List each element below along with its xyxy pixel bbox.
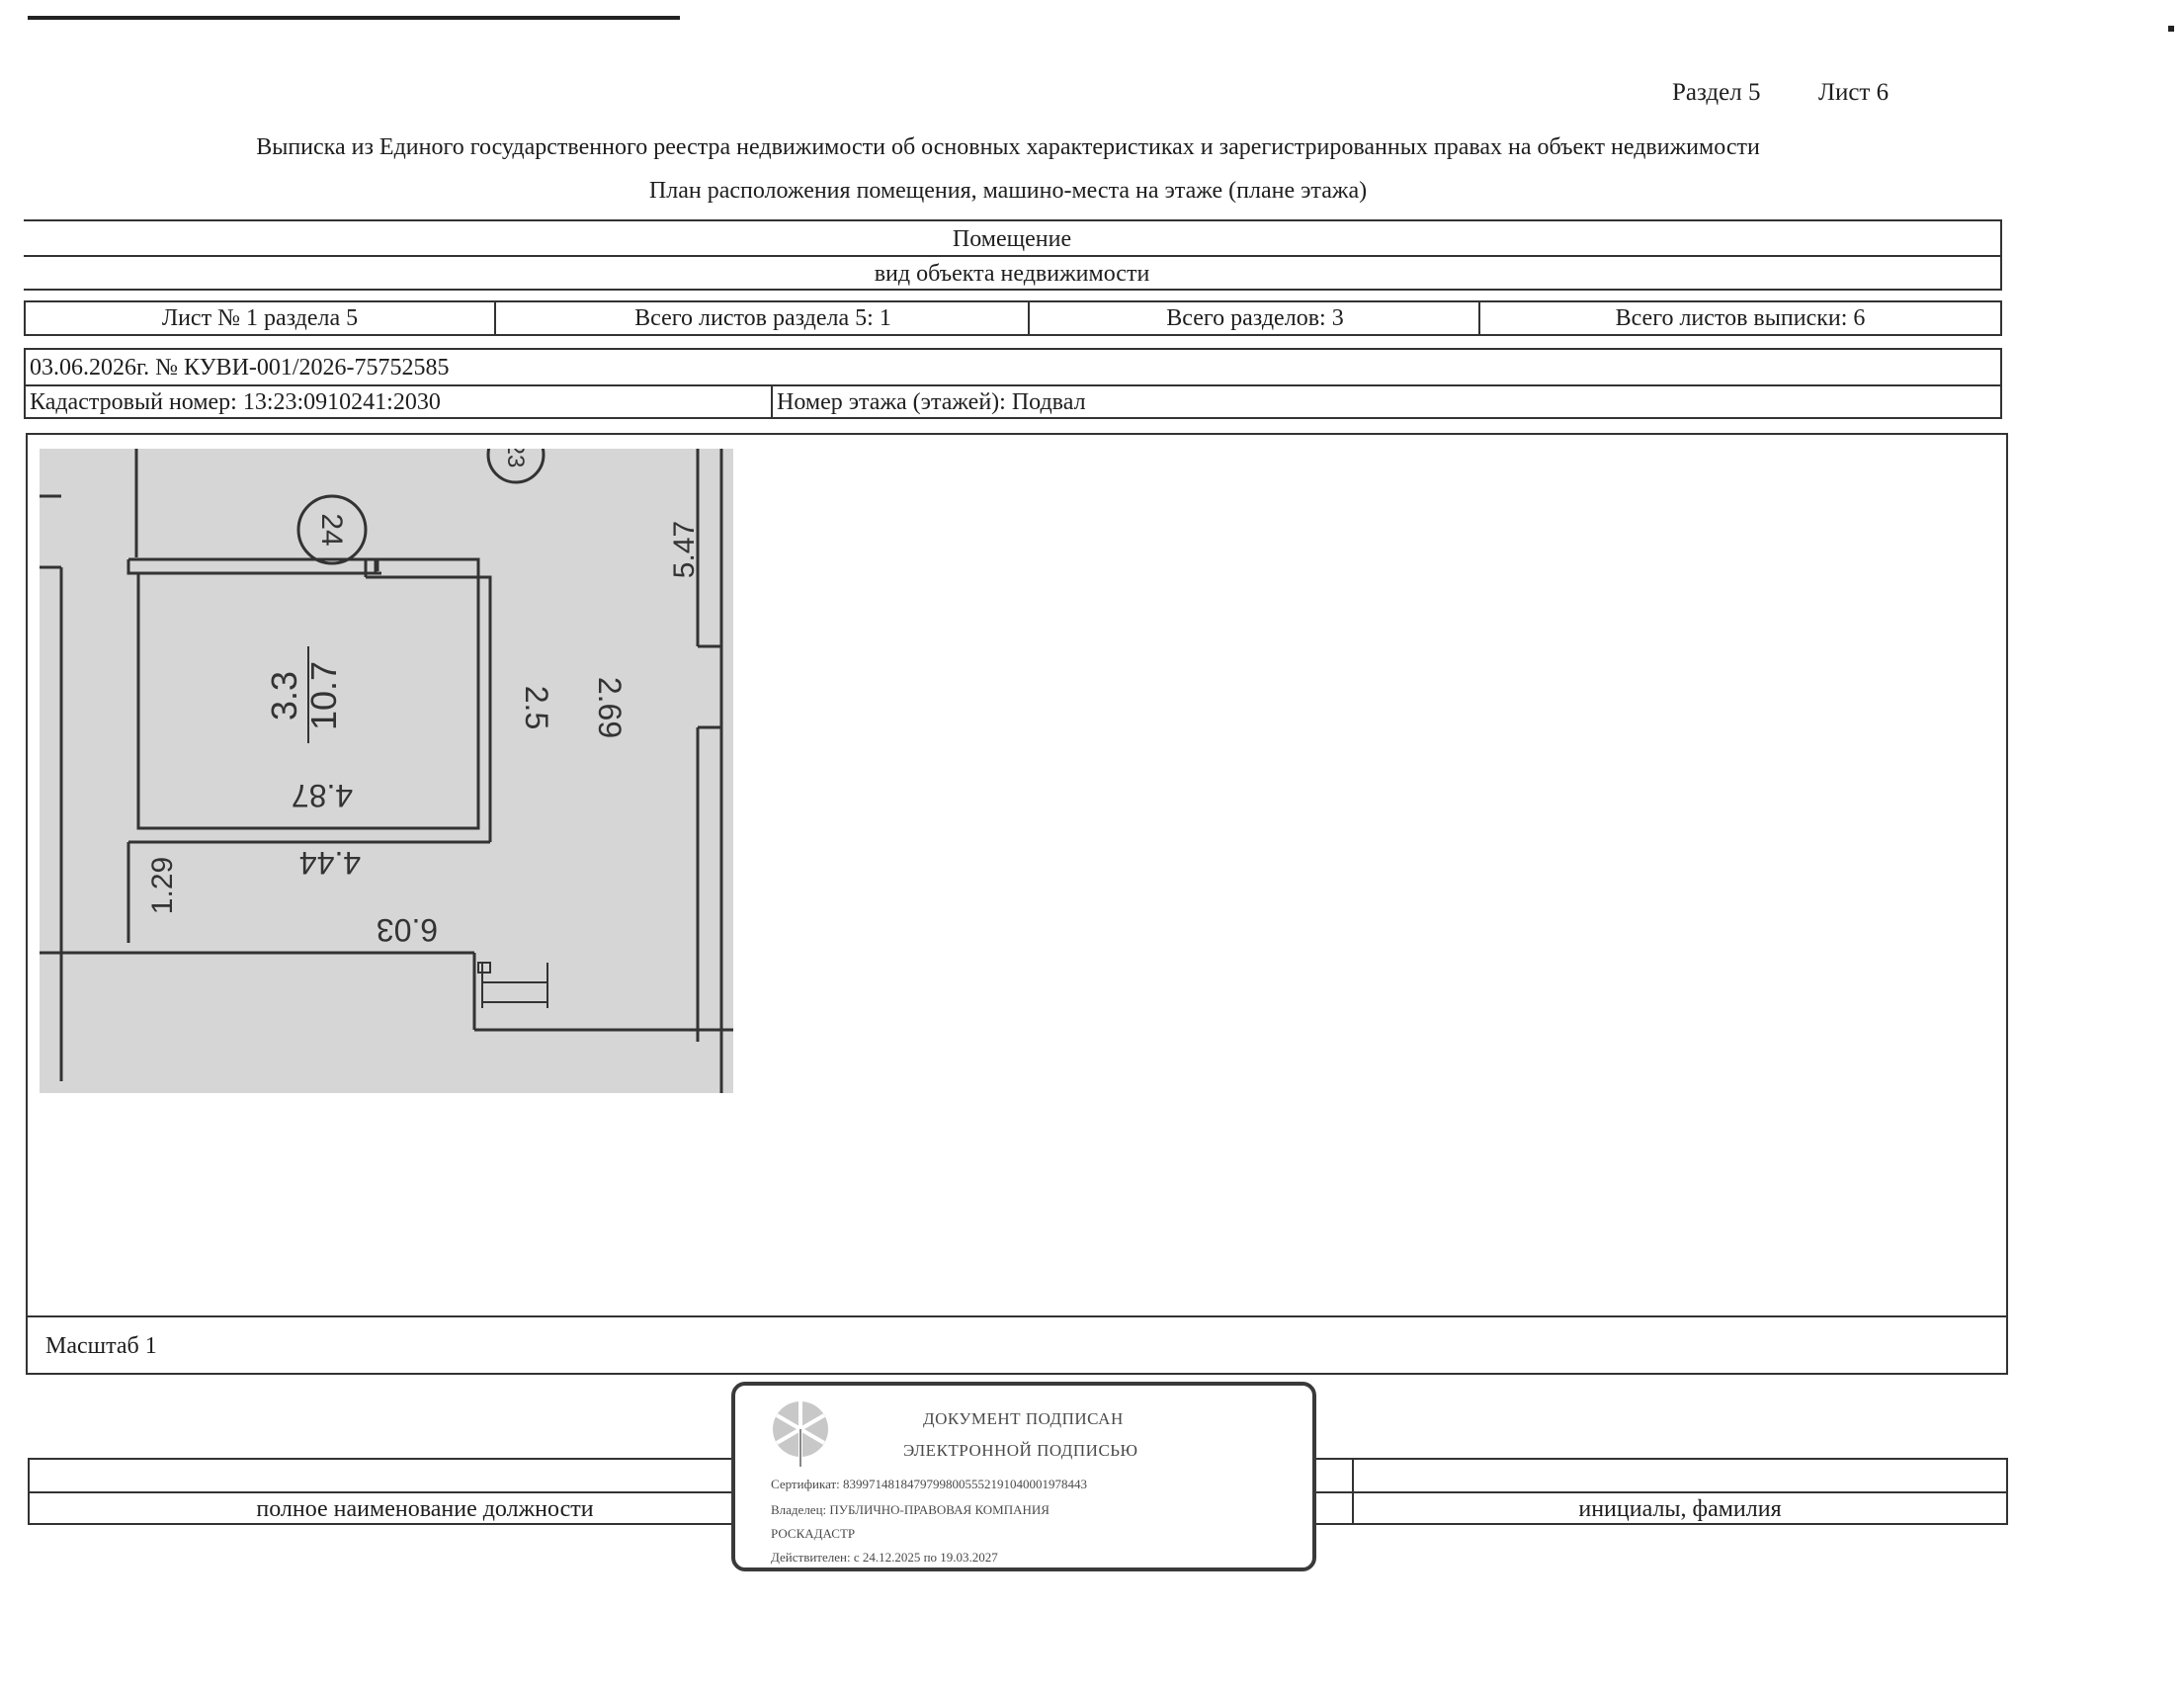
sheet-info-row: Лист № 1 раздела 5 Всего листов раздела … [24,300,2002,336]
stamp-line-1: ДОКУМЕНТ ПОДПИСАН [923,1409,1124,1428]
stamp-line-2: ЭЛЕКТРОННОЙ ПОДПИСЬЮ [903,1441,1138,1460]
dim-1-29: 1.29 [146,857,179,914]
dim-4-87: 4.87 [292,778,353,813]
position-caption: полное наименование должности [256,1495,594,1522]
divider [26,384,2000,386]
scale-label: Масштаб 1 [45,1333,157,1359]
door [477,962,491,974]
divider [24,255,2000,257]
floor-plan-image: 24 23 3.3 10.7 2.5 2.69 4.87 4.44 1.29 6… [40,449,733,1093]
divider [1478,302,1480,334]
object-type-block: Помещение вид объекта недвижимости [24,219,2002,291]
object-type-caption: вид объекта недвижимости [874,260,1150,287]
document-subtitle: План расположения помещения, машино-мест… [648,178,1368,204]
e-signature-stamp: ДОКУМЕНТ ПОДПИСАН ЭЛЕКТРОННОЙ ПОДПИСЬЮ С… [731,1382,1316,1571]
record-block: 03.06.2026г. № КУВИ-001/2026-75752585 Ка… [24,348,2002,419]
name-caption: инициалы, фамилия [1578,1495,1782,1522]
total-sheets-section: Всего листов раздела 5: 1 [634,304,891,331]
stamp-certificate: Сертификат: 8399714818479799800555219104… [771,1477,1088,1491]
dim-4-44: 4.44 [299,845,361,881]
top-scan-line [28,16,680,20]
divider [1028,302,1030,334]
scan-mark [2168,26,2174,32]
section-label: Раздел 5 [1672,79,1761,106]
stamp-valid: Действителен: с 24.12.2025 по 19.03.2027 [771,1550,998,1565]
dim-2-69: 2.69 [592,677,628,738]
dim-6-03: 6.03 [377,912,438,948]
plan-background [40,449,733,1093]
ratio-bottom: 10.7 [303,661,344,730]
room-number-circle-2 [486,449,546,484]
dim-5-47: 5.47 [668,521,701,578]
stamp-owner: Владелец: ПУБЛИЧНО-ПРАВОВАЯ КОМПАНИЯ [771,1502,1050,1517]
room-number-2: 23 [502,449,529,467]
scale-row: Масштаб 1 [26,1317,2008,1375]
cadastral-number: Кадастровый номер: 13:23:0910241:2030 [30,388,441,415]
stamp-owner-2: РОСКАДАСТР [771,1526,856,1541]
room-number: 24 [315,513,348,546]
room-wall [366,575,492,842]
total-sections: Всего разделов: 3 [1166,304,1344,331]
date-number: 03.06.2026г. № КУВИ-001/2026-75752585 [30,354,450,381]
rosreestr-logo-icon [773,1401,828,1467]
sheet-label: Лист 6 [1818,79,1890,106]
floor-number: Номер этажа (этажей): Подвал [777,388,1086,415]
document-title: Выписка из Единого государственного реес… [256,134,1760,160]
divider [771,385,773,417]
object-type-value: Помещение [952,225,1072,252]
plan-frame: 24 23 3.3 10.7 2.5 2.69 4.87 4.44 1.29 6… [26,433,2008,1317]
divider [494,302,496,334]
room-wall [126,557,378,575]
divider [1352,1460,1354,1523]
total-sheets-extract: Всего листов выписки: 6 [1615,304,1866,331]
ratio-top: 3.3 [264,671,304,720]
room-number-circle [296,494,368,565]
dim-2-5: 2.5 [519,686,554,729]
sheet-of-section: Лист № 1 раздела 5 [161,304,359,331]
